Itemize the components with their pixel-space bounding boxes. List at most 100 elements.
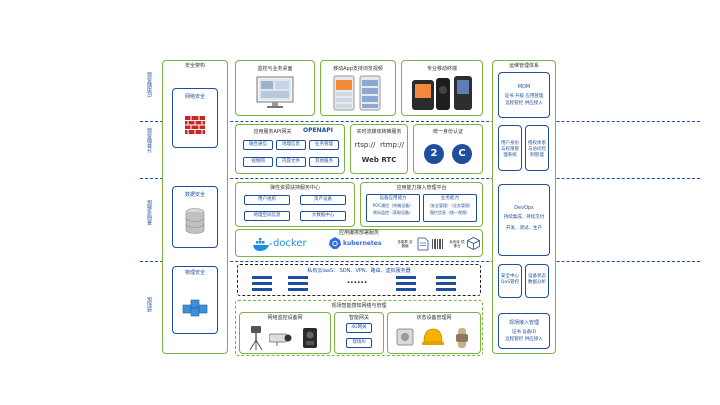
device-analytics-box: [525, 264, 549, 298]
devops-line-1: 持续集成、持续交付: [503, 215, 545, 220]
cluster-label: 多集群 容器编: [397, 240, 413, 248]
devops-box: [498, 184, 550, 256]
database-icon: [185, 208, 205, 234]
app-panel-mobile: [320, 60, 396, 116]
biz-line-3: 围栏信息（统一视频）: [430, 210, 470, 215]
mobile-phone-icon: [333, 75, 381, 111]
biz-line-2: （安全管理）（业务管理）: [427, 203, 473, 208]
field-access-box: [498, 313, 550, 349]
layer-divider-3: [140, 261, 700, 262]
camera-tripod-icon: [249, 326, 263, 350]
svc-item-6: 其他服务: [309, 157, 339, 167]
field-access-line-1: 证书 设备ID: [511, 330, 537, 335]
server-rack-icon-4: [436, 276, 456, 291]
devops-line-2: 开发、测试、生产: [506, 226, 542, 231]
gateway-ai: 现场AI: [346, 338, 372, 348]
auth-badge-2: 2: [424, 144, 444, 164]
iaas-ellipsis: ......: [346, 276, 368, 286]
api-gateway-title: 应用服务API网关: [253, 129, 292, 135]
compute-item-1: 用户组织: [244, 195, 290, 205]
firewall-icon: [185, 116, 205, 134]
rtsp-label: rtsp://: [354, 141, 376, 149]
svc-item-3: 业务管理: [309, 140, 339, 150]
edge-status-title: 状态设备管理网: [416, 315, 452, 321]
iaas-title: 私有云IaaS： SDN、VPN、路由、虚拟服务器: [307, 268, 411, 274]
edge-gateway-title: 智能网关: [348, 315, 369, 321]
mdm-label: MDM: [517, 84, 531, 90]
container-title: 应用编排部署服务: [338, 230, 379, 236]
body-camera-icon: [303, 328, 317, 348]
handheld-terminal-icon: [412, 76, 472, 110]
device-analytics-line-1: 设备状态: [528, 274, 546, 279]
security-title: 安全架构: [184, 63, 205, 69]
compute-right-title: 应用能力接入管理平台: [396, 185, 447, 191]
devops-label: DevOps: [514, 205, 534, 211]
mdm-line-1: 证书 升级 应用管理: [504, 94, 544, 99]
identity-line-2: 与权限管: [501, 147, 519, 152]
edge-camera-title: 网络监控设备网: [267, 315, 303, 321]
kubernetes-label: kubernetes: [343, 240, 382, 247]
cube-icon: [182, 299, 208, 317]
file-icon: [417, 237, 429, 251]
server-rack-icon-3: [396, 276, 416, 291]
compute-left-title: 弹性资源扶持服务中心: [269, 185, 320, 191]
compute-right-panel: [360, 182, 483, 227]
auth-badge-c: C: [452, 144, 472, 164]
identity-box: [498, 125, 522, 171]
sensor-box-icon: [396, 328, 414, 346]
desktop-title: 监控与业务桌面: [257, 66, 293, 72]
monitor-icon: [256, 76, 294, 108]
cap-line-1: 设备应用能力: [379, 196, 407, 201]
layer-label-compute: 计算服务层: [147, 128, 153, 153]
identity-line-3: 理系统: [503, 153, 517, 158]
edge-title: 现场智能感知网络与管理: [331, 303, 387, 309]
docker-label: docker: [273, 238, 307, 249]
cap-line-3: 转码监控（获取设备）: [373, 210, 413, 215]
security-center-box: [498, 264, 522, 298]
iaas-panel: [237, 264, 481, 296]
terminal-title: 专业移动终端: [426, 66, 457, 72]
container-panel: [235, 229, 483, 257]
svc-item-5: 内容文件: [276, 157, 306, 167]
layer-label-sense: 感知层: [147, 297, 153, 312]
network-security-label: 网络安全: [184, 94, 205, 100]
device-analytics-line-2: 数据分析: [528, 280, 546, 285]
security-center-line-2: QoS管控: [500, 280, 520, 285]
identity-line-1: 用户身份: [501, 141, 519, 146]
layer-label-infra: 基础设施层: [147, 200, 153, 225]
security-center-line-1: 安全中心: [501, 274, 519, 279]
server-rack-icon-2: [288, 276, 308, 291]
edge-panel: [235, 300, 483, 356]
access-line-3: 制管理: [530, 153, 544, 158]
helmet-icon: [422, 328, 444, 345]
svc-item-1: 融合通信: [243, 140, 273, 150]
mobile-title: 移动App支持浏览视频: [333, 66, 383, 72]
access-box: [525, 125, 549, 171]
gateway-4g: 4G网关: [346, 323, 372, 333]
compute-right-box-1: [366, 194, 420, 222]
layer-divider-1: [140, 121, 700, 122]
cap-line-2: POC通信（终端设备）: [372, 203, 414, 208]
streaming-title: 实时流媒体转推服务: [356, 129, 402, 135]
package-box-icon: [467, 237, 480, 250]
compute-item-3: 地理空间信息: [244, 211, 290, 221]
mdm-line-2: 远程管控 供应接入: [505, 101, 543, 106]
auth-badge-c-text: C: [458, 148, 466, 159]
access-line-1: 授权体系: [528, 141, 546, 146]
docker-icon: [253, 238, 272, 251]
svc-item-2: 地理信息: [276, 140, 306, 150]
rtmp-label: rtmp://: [380, 141, 404, 149]
access-line-2: 与访问控: [528, 147, 546, 152]
physical-security-label: 物理安全: [184, 270, 205, 276]
auth-badge-2-text: 2: [430, 148, 438, 159]
svc-item-4: 视频网: [243, 157, 273, 167]
compute-right-box-2: [423, 194, 477, 222]
registry-label: 私有库 镜像仓: [449, 240, 465, 248]
barcode-icon: [432, 239, 443, 249]
compute-item-2: 资产设备: [300, 195, 346, 205]
webrtc-label: Web RTC: [361, 156, 397, 164]
layer-label-app: 应用服务层: [147, 72, 153, 97]
kubernetes-icon: [329, 237, 341, 249]
bullet-camera-icon: [269, 333, 292, 346]
data-security-label: 数据安全: [184, 192, 205, 198]
